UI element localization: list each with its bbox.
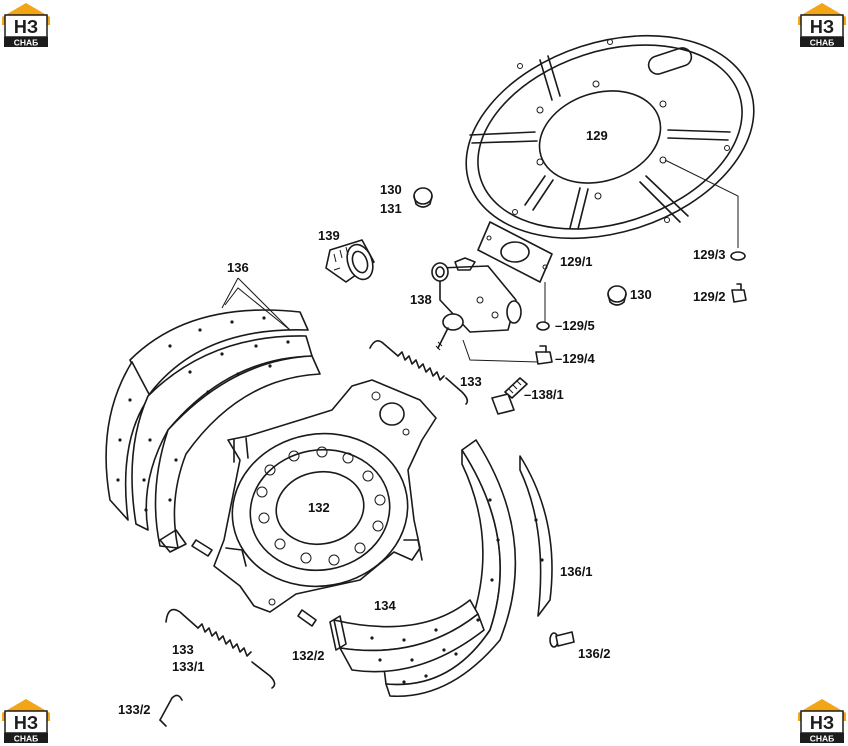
part-129-5-washer: [536, 282, 550, 331]
label-129-5: –129/5: [555, 318, 595, 333]
label-129-4: –129/4: [555, 351, 596, 366]
part-130-cap-2: [607, 285, 627, 306]
part-133-spring-lower: [165, 608, 276, 689]
logo-bottom-left: НЗ СНАБ: [2, 699, 50, 744]
part-139-dust-boot: [325, 239, 375, 283]
label-134: 134: [374, 598, 396, 613]
part-130-cap: [413, 187, 433, 208]
label-129-1: 129/1: [560, 254, 593, 269]
label-129-2: 129/2: [693, 289, 726, 304]
logo-subtext: СНАБ: [14, 734, 39, 744]
label-138-1: –138/1: [524, 387, 564, 402]
part-129-3-washer: [730, 251, 746, 261]
logo-subtext: СНАБ: [810, 734, 835, 744]
label-132-2: 132/2: [292, 648, 325, 663]
part-133-spring-upper: [369, 340, 469, 405]
part-133-2-clip: [159, 694, 183, 727]
label-133-2: 133/2: [118, 702, 151, 717]
part-138-1-bolt: [491, 377, 528, 415]
part-129-1-gasket: [477, 221, 553, 283]
logo-letters: НЗ: [810, 713, 834, 733]
label-133-b: 133: [172, 642, 194, 657]
logo-letters: НЗ: [810, 17, 834, 37]
label-136-1: 136/1: [560, 564, 593, 579]
logo-bottom-right: НЗ СНАБ: [798, 699, 846, 744]
part-136-2-pin: [549, 631, 575, 648]
part-132-flange: [213, 379, 437, 613]
label-130-b: 130: [630, 287, 652, 302]
logo-top-left: НЗ СНАБ: [2, 3, 50, 48]
part-129-4-nut: [535, 345, 553, 365]
logo-top-right: НЗ СНАБ: [798, 3, 846, 48]
label-133: 133: [460, 374, 482, 389]
part-136-shoe-lining: [105, 287, 321, 553]
label-133-1: 133/1: [172, 659, 205, 674]
part-129-backing-plate: [465, 34, 755, 248]
label-136: 136: [227, 260, 249, 275]
label-138: 138: [410, 292, 432, 307]
leader-136: [221, 277, 239, 309]
label-131: 131: [380, 201, 402, 216]
part-pin-small: [191, 539, 213, 557]
logo-letters: НЗ: [14, 17, 38, 37]
label-136-2: 136/2: [578, 646, 611, 661]
logo-letters: НЗ: [14, 713, 38, 733]
label-130: 130: [380, 182, 402, 197]
part-129-2-bolt: [731, 283, 747, 303]
label-139: 139: [318, 228, 340, 243]
logo-subtext: СНАБ: [810, 38, 835, 48]
label-132: 132: [308, 500, 330, 515]
part-136-1-shoe: [329, 439, 553, 698]
logo-subtext: СНАБ: [14, 38, 39, 48]
part-132-2-pin: [297, 609, 317, 627]
label-129: 129: [586, 128, 608, 143]
leader-136-b: [237, 277, 291, 331]
part-138-wheel-cylinder: [431, 257, 539, 363]
label-129-3: 129/3: [693, 247, 726, 262]
